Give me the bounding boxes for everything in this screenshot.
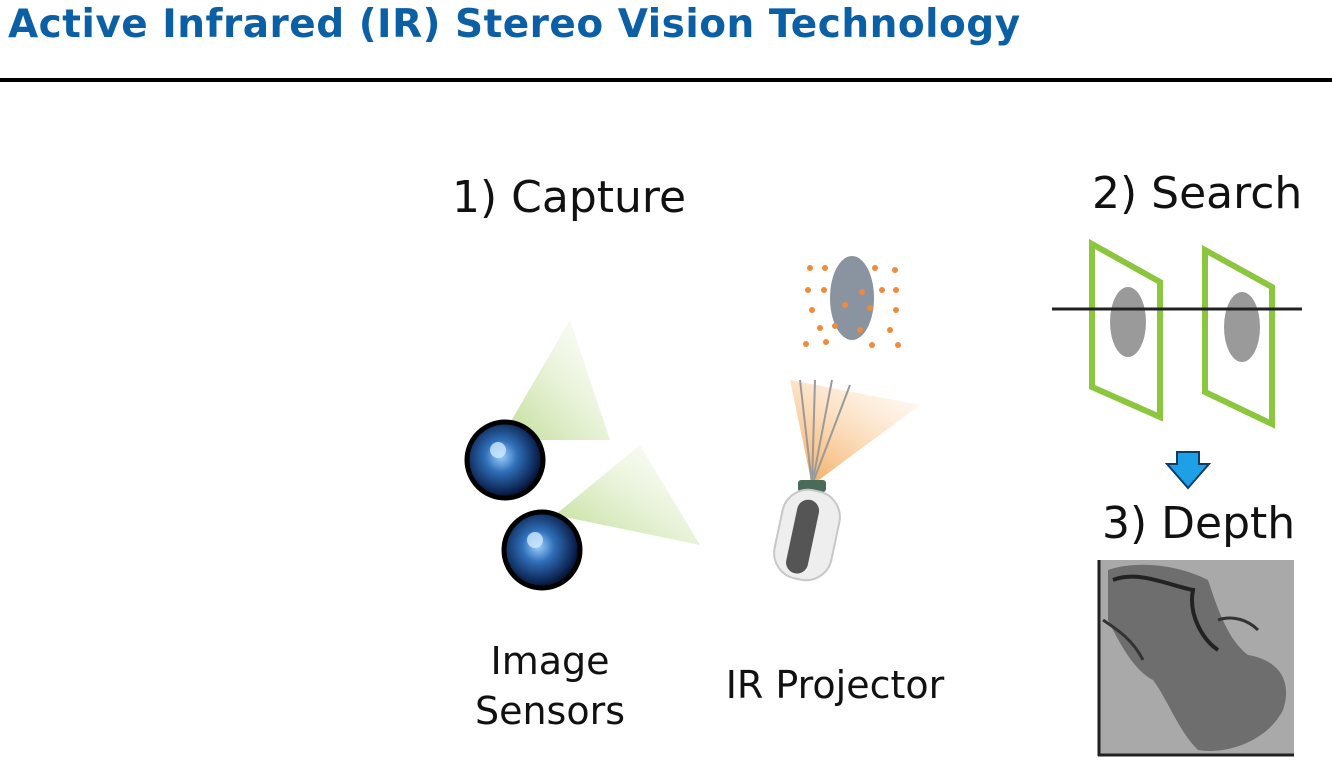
page-title: Active Infrared (IR) Stereo Vision Techn…	[8, 2, 1021, 47]
step-capture-label: 1) Capture	[452, 172, 687, 223]
step-depth-label: 3) Depth	[1102, 498, 1296, 549]
image-sensors-caption-line2: Sensors	[474, 689, 626, 733]
ir-projector-caption: IR Projector	[725, 663, 945, 707]
step-search-label: 2) Search	[1092, 168, 1303, 219]
image-sensors-caption-line1: Image	[490, 639, 610, 683]
title-divider	[0, 78, 1332, 82]
dot-pattern-face-icon	[803, 256, 901, 348]
camera-lens-icon	[464, 320, 700, 591]
ir-projector-icon	[773, 379, 920, 582]
down-arrow-icon	[1164, 451, 1212, 490]
depth-map-icon	[1097, 560, 1294, 757]
stereo-frames-icon	[1052, 238, 1302, 429]
